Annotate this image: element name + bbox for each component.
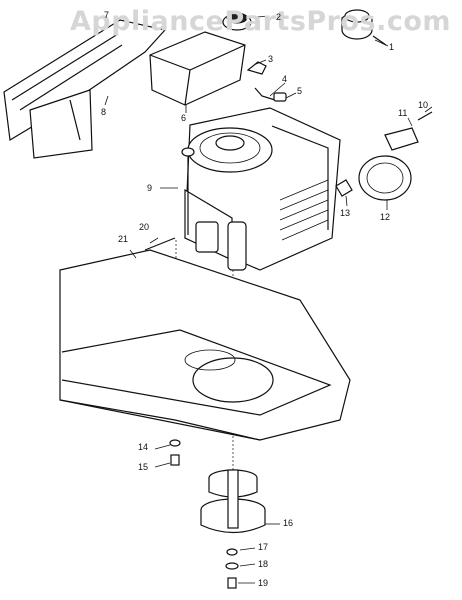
- callout-16: 16: [283, 518, 294, 528]
- drive-pulley: [200, 469, 266, 534]
- callout-6: 6: [181, 113, 187, 123]
- callout-11: 11: [398, 108, 408, 118]
- fuel-cap: [341, 9, 387, 46]
- engine-assembly: [181, 107, 341, 271]
- callout-3: 3: [268, 54, 274, 64]
- mower-deck: [59, 249, 351, 441]
- callout-20: 20: [139, 222, 150, 232]
- callout-8: 8: [101, 107, 107, 117]
- fasteners: [169, 439, 239, 589]
- callout-9: 9: [147, 183, 153, 193]
- callout-10: 10: [418, 100, 429, 110]
- deflector-shield: [3, 19, 167, 159]
- throttle-linkage: [246, 61, 287, 102]
- leader-lines: [104, 15, 433, 584]
- air-cleaner-housing: [149, 12, 252, 106]
- callout-21: 21: [118, 234, 129, 244]
- callout-5: 5: [297, 86, 303, 96]
- callout-18: 18: [258, 559, 269, 569]
- starter-assembly: [335, 111, 433, 201]
- callout-2: 2: [276, 12, 282, 22]
- callout-1: 1: [389, 42, 395, 52]
- callout-4: 4: [282, 74, 288, 84]
- callout-7: 7: [104, 10, 110, 20]
- callout-17: 17: [258, 542, 269, 552]
- callout-12: 12: [380, 212, 391, 222]
- callout-13: 13: [340, 208, 351, 218]
- callout-19: 19: [258, 578, 269, 588]
- callout-14: 14: [138, 442, 149, 452]
- callout-15: 15: [138, 462, 149, 472]
